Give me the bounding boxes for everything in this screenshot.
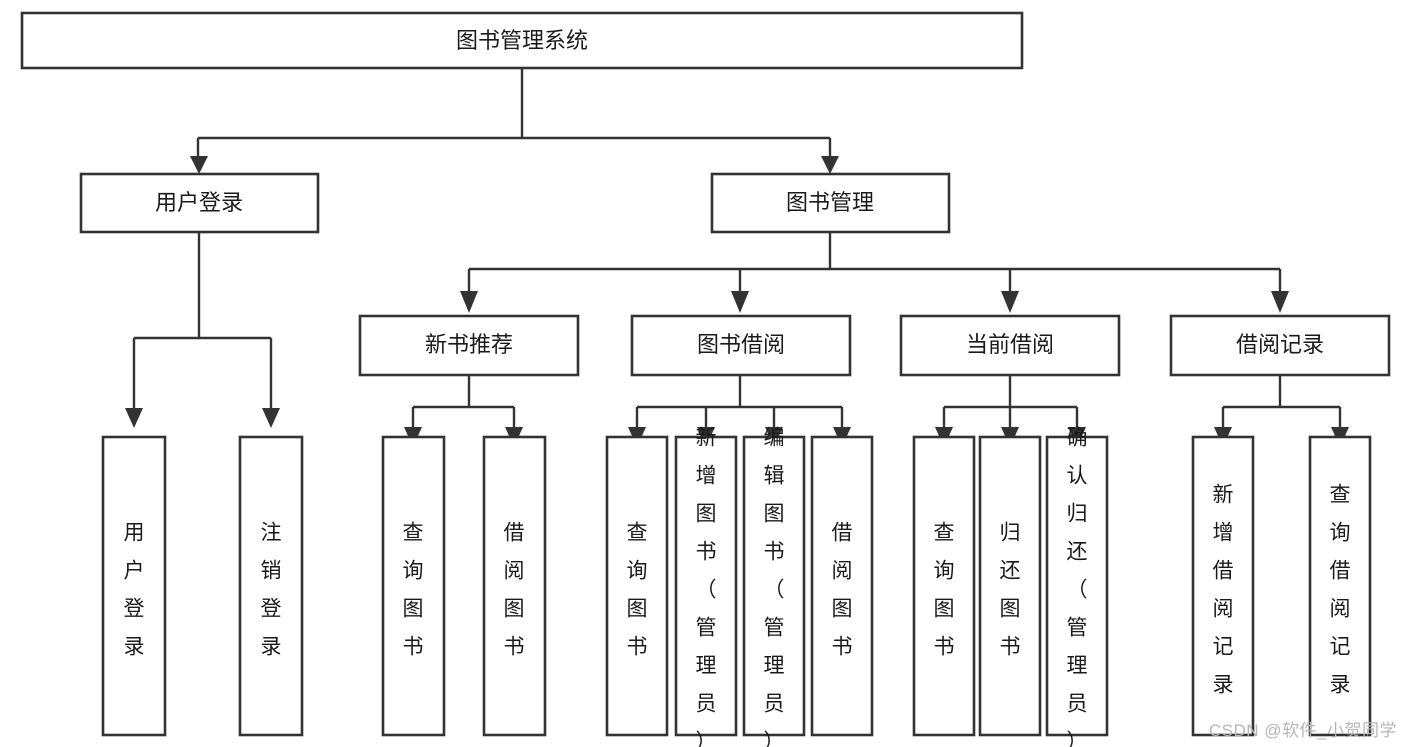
arrow-to-borrow-record — [1271, 291, 1289, 313]
leaf-logout-login[interactable]: 注销登录 — [238, 435, 304, 737]
leaf-add-book-label: 新增图书（管理员） — [696, 427, 717, 747]
arrow-to-book-borrow — [731, 291, 749, 313]
node-new-book-recommend[interactable]: 新书推荐 — [358, 314, 580, 377]
edge-borrowrecord-to-bus — [1221, 375, 1342, 427]
leaf-edit-book[interactable]: 编辑图书（管理员） — [742, 427, 806, 747]
node-book-management-box[interactable] — [710, 172, 951, 234]
node-root-label: 图书管理系统 — [456, 28, 588, 53]
arrow-to-new-book-recommend — [460, 291, 478, 313]
leaf-query-book-1-box[interactable] — [381, 435, 446, 737]
node-book-management[interactable]: 图书管理 — [710, 172, 951, 234]
node-user-login-box[interactable] — [79, 172, 320, 234]
leaf-return-book-label: 归还图书 — [1000, 522, 1021, 659]
leaf-edit-book-box[interactable] — [742, 435, 806, 737]
node-current-borrow-box[interactable] — [899, 314, 1121, 377]
leaf-return-book-box[interactable] — [978, 435, 1042, 737]
leaf-borrow-book-2-label: 借阅图书 — [832, 522, 853, 659]
leaf-confirm-return-box[interactable] — [1045, 435, 1109, 737]
arrowhead-layer — [125, 156, 1349, 447]
leaf-add-record-box[interactable] — [1191, 435, 1255, 737]
leaf-add-record-label: 新增借阅记录 — [1213, 484, 1234, 697]
node-new-book-recommend-label: 新书推荐 — [425, 332, 513, 357]
leaf-logout-login-box[interactable] — [238, 435, 304, 737]
arrow-to-current-borrow — [1001, 291, 1019, 313]
leaf-borrow-book-2-box[interactable] — [810, 435, 874, 737]
leaf-query-book-2[interactable]: 查询图书 — [605, 435, 669, 737]
leaf-query-book-2-box[interactable] — [605, 435, 669, 737]
arrow-to-book-management — [821, 156, 839, 174]
edge-userlogin-to-bus — [132, 232, 273, 408]
leaf-user-login-label: 用户登录 — [124, 522, 145, 659]
edge-bookborrow-to-bus — [635, 375, 844, 427]
edge-currentborrow-to-bus — [942, 375, 1079, 427]
leaf-borrow-book-1-label: 借阅图书 — [504, 522, 525, 659]
edge-newbook-to-bus — [411, 375, 516, 427]
node-borrow-record-label: 借阅记录 — [1236, 332, 1324, 357]
leaf-return-book[interactable]: 归还图书 — [978, 435, 1042, 737]
leaf-logout-login-label: 注销登录 — [261, 522, 282, 659]
node-root-box[interactable] — [20, 11, 1024, 70]
node-new-book-recommend-box[interactable] — [358, 314, 580, 377]
arrow-to-leaf-user-login — [125, 408, 143, 428]
arrow-to-user-login — [190, 156, 208, 174]
leaf-query-book-3-box[interactable] — [912, 435, 976, 737]
leaf-user-login-box[interactable] — [101, 435, 167, 737]
leaf-add-book-box[interactable] — [674, 435, 738, 737]
node-current-borrow[interactable]: 当前借阅 — [899, 314, 1121, 377]
leaf-add-book[interactable]: 新增图书（管理员） — [674, 427, 738, 747]
node-user-login[interactable]: 用户登录 — [79, 172, 320, 234]
leaf-query-book-1[interactable]: 查询图书 — [381, 435, 446, 737]
leaf-add-record[interactable]: 新增借阅记录 — [1191, 435, 1255, 737]
node-current-borrow-label: 当前借阅 — [966, 332, 1054, 357]
node-book-borrow-label: 图书借阅 — [697, 332, 785, 357]
edge-bookmgmt-to-bus — [467, 232, 1282, 291]
node-borrow-record[interactable]: 借阅记录 — [1169, 314, 1391, 377]
node-book-management-label: 图书管理 — [786, 190, 874, 215]
leaf-query-record[interactable]: 查询借阅记录 — [1308, 435, 1372, 737]
leaf-borrow-book-1[interactable]: 借阅图书 — [482, 435, 547, 737]
leaf-borrow-book-2[interactable]: 借阅图书 — [810, 435, 874, 737]
node-borrow-record-box[interactable] — [1169, 314, 1391, 377]
node-root[interactable]: 图书管理系统 — [20, 11, 1024, 70]
leaf-query-book-3[interactable]: 查询图书 — [912, 435, 976, 737]
node-book-borrow-box[interactable] — [630, 314, 852, 377]
leaf-query-book-1-label: 查询图书 — [403, 522, 424, 659]
leaf-query-record-box[interactable] — [1308, 435, 1372, 737]
leaf-confirm-return[interactable]: 确认归还（管理员） — [1045, 427, 1109, 747]
leaf-query-record-label: 查询借阅记录 — [1330, 484, 1351, 697]
leaf-edit-book-label: 编辑图书（管理员） — [764, 427, 785, 747]
leaf-query-book-2-label: 查询图书 — [627, 522, 648, 659]
connector-layer — [132, 68, 1342, 427]
arrow-to-leaf-logout-login — [262, 408, 280, 428]
node-user-login-label: 用户登录 — [155, 190, 243, 215]
leaf-user-login[interactable]: 用户登录 — [101, 435, 167, 737]
node-book-borrow[interactable]: 图书借阅 — [630, 314, 852, 377]
leaf-query-book-3-label: 查询图书 — [934, 522, 955, 659]
leaf-confirm-return-label: 确认归还（管理员） — [1067, 427, 1088, 747]
leaf-borrow-book-1-box[interactable] — [482, 435, 547, 737]
edge-root-to-bus — [196, 68, 832, 156]
